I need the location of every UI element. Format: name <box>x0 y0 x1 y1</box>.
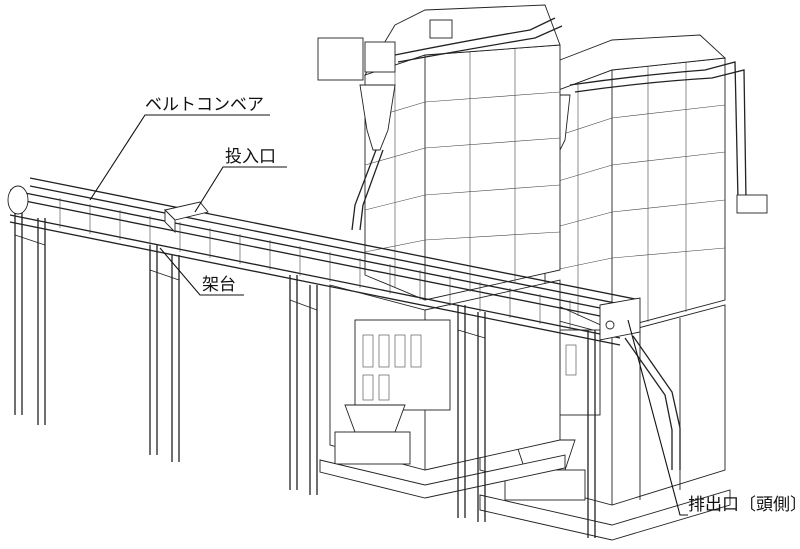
label-inlet: 投入口 <box>194 147 287 213</box>
label-stand: 架台 <box>159 247 244 296</box>
svg-text:排出口〔頭側〕: 排出口〔頭側〕 <box>688 495 800 515</box>
svg-text:投入口: 投入口 <box>225 147 276 167</box>
svg-text:ベルトコンベア: ベルトコンベア <box>145 95 264 115</box>
dryer-unit-left <box>317 4 566 499</box>
label-outlet: 排出口〔頭側〕 <box>627 319 800 516</box>
stand <box>14 205 596 538</box>
svg-text:架台: 架台 <box>202 275 236 295</box>
belt-conveyor <box>7 177 681 470</box>
label-belt-conveyor: ベルトコンベア <box>89 95 270 201</box>
